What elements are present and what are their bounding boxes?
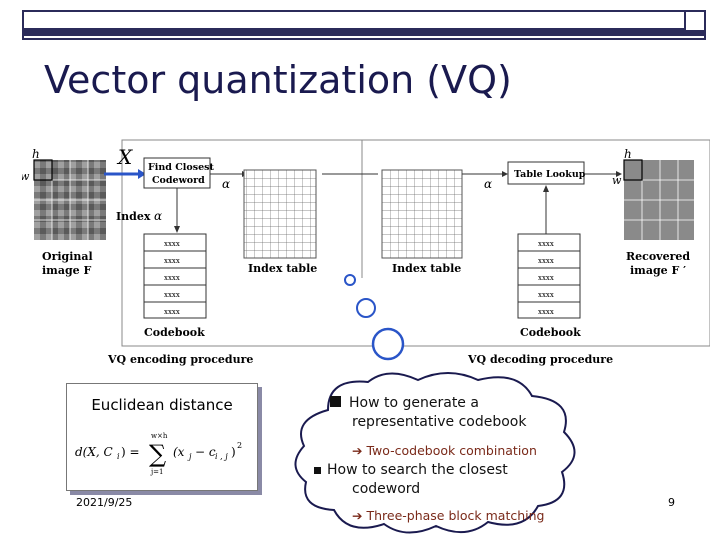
codeword-entry: xxxx <box>538 257 554 265</box>
cloud-bullet-1: How to generate a representative codeboo… <box>330 394 526 432</box>
original-image <box>33 159 106 240</box>
slide-page-number: 9 <box>668 496 675 509</box>
cloud-bullet-2: How to search the closest codeword <box>314 461 508 499</box>
alpha-index: α <box>154 209 162 223</box>
codeword-entry: xxxx <box>538 274 554 282</box>
svg-text:∑: ∑ <box>149 440 166 468</box>
svg-text:i , j: i , j <box>215 452 228 461</box>
index-table-label-encode: Index table <box>248 262 317 275</box>
cloud-bullet-1-line2: representative codebook <box>352 414 527 430</box>
h-label-left: h <box>32 147 40 161</box>
codeword-entry: xxxx <box>164 291 180 299</box>
h-label-right: h <box>624 147 632 161</box>
slide-date: 2021/9/25 <box>76 496 133 509</box>
cloud-bullet-1-line1: How to generate a <box>349 395 479 411</box>
recovered-image-label-1: Recovered <box>626 250 690 263</box>
cloud-bullet-2-line2: codeword <box>352 481 421 497</box>
codebook-label-encode: Codebook <box>144 326 205 339</box>
bullet-square-icon <box>314 466 321 474</box>
cloud-sub-2: ➔ Three-phase block matching <box>352 508 544 523</box>
recovered-image <box>623 159 694 240</box>
recovered-image-label-2: image F ′ <box>630 264 686 277</box>
top-banner-strip <box>22 28 706 36</box>
cloud-sub-1-text: Two-codebook combination <box>366 443 537 458</box>
w-label-left: w <box>22 170 30 183</box>
svg-text:− c: − c <box>195 445 216 459</box>
codebook-decode <box>517 233 581 319</box>
index-table-encode <box>243 169 317 259</box>
codeword-entry: xxxx <box>164 257 180 265</box>
alpha-encode: α <box>222 177 230 191</box>
find-closest-label-1: Find Closest <box>148 162 214 173</box>
codebook-encode <box>143 233 207 319</box>
original-image-label-2: image F <box>42 264 91 277</box>
formula-rhs: (x <box>173 445 185 459</box>
index-table-decode <box>381 169 463 259</box>
input-vector-x: X <box>116 145 133 169</box>
svg-text:2: 2 <box>237 441 242 450</box>
vq-diagram: h w Original image F X Find Closest Code… <box>22 139 710 366</box>
svg-text:i: i <box>117 452 120 461</box>
arrow-right-icon: ➔ <box>352 508 363 523</box>
find-closest-label-2: Codeword <box>152 175 205 186</box>
bullet-square-icon <box>330 396 341 407</box>
table-lookup-label: Table Lookup <box>514 169 586 180</box>
alpha-decode: α <box>484 177 492 191</box>
codeword-entry: xxxx <box>538 308 554 316</box>
euclidean-formula: d(X, C i ) = ∑ w×h j=1 (x j − c i , j ) … <box>75 432 242 476</box>
cloud-bullet-2-line1: How to search the closest <box>327 462 508 478</box>
cloud-sub-2-text: Three-phase block matching <box>366 508 545 523</box>
svg-text:): ) <box>231 445 236 459</box>
original-image-label-1: Original <box>42 250 93 263</box>
sum-top: w×h <box>151 432 168 440</box>
top-banner-box <box>684 10 706 32</box>
encoding-caption: VQ encoding procedure <box>107 353 253 366</box>
svg-text:) =: ) = <box>121 445 140 459</box>
codeword-entry: xxxx <box>538 291 554 299</box>
codeword-entry: xxxx <box>538 240 554 248</box>
index-table-label-decode: Index table <box>392 262 461 275</box>
sum-bottom: j=1 <box>150 468 164 476</box>
w-label-right: w <box>612 174 622 187</box>
formula-lhs: d(X, C <box>75 445 113 459</box>
thought-cloud <box>294 372 576 534</box>
decoding-caption: VQ decoding procedure <box>467 353 613 366</box>
slide-title: Vector quantization (VQ) <box>44 58 512 102</box>
cloud-sub-1: ➔ Two-codebook combination <box>352 443 537 458</box>
euclidean-distance-box: Euclidean distance d(X, C i ) = ∑ w×h j=… <box>66 383 258 491</box>
svg-text:j: j <box>187 452 192 461</box>
euclidean-distance-title: Euclidean distance <box>91 396 233 414</box>
arrow-right-icon: ➔ <box>352 443 363 458</box>
index-label: Index <box>116 210 151 223</box>
codebook-label-decode: Codebook <box>520 326 581 339</box>
codeword-entry: xxxx <box>164 308 180 316</box>
codeword-entry: xxxx <box>164 240 180 248</box>
codeword-entry: xxxx <box>164 274 180 282</box>
table-lookup-box <box>507 161 585 185</box>
